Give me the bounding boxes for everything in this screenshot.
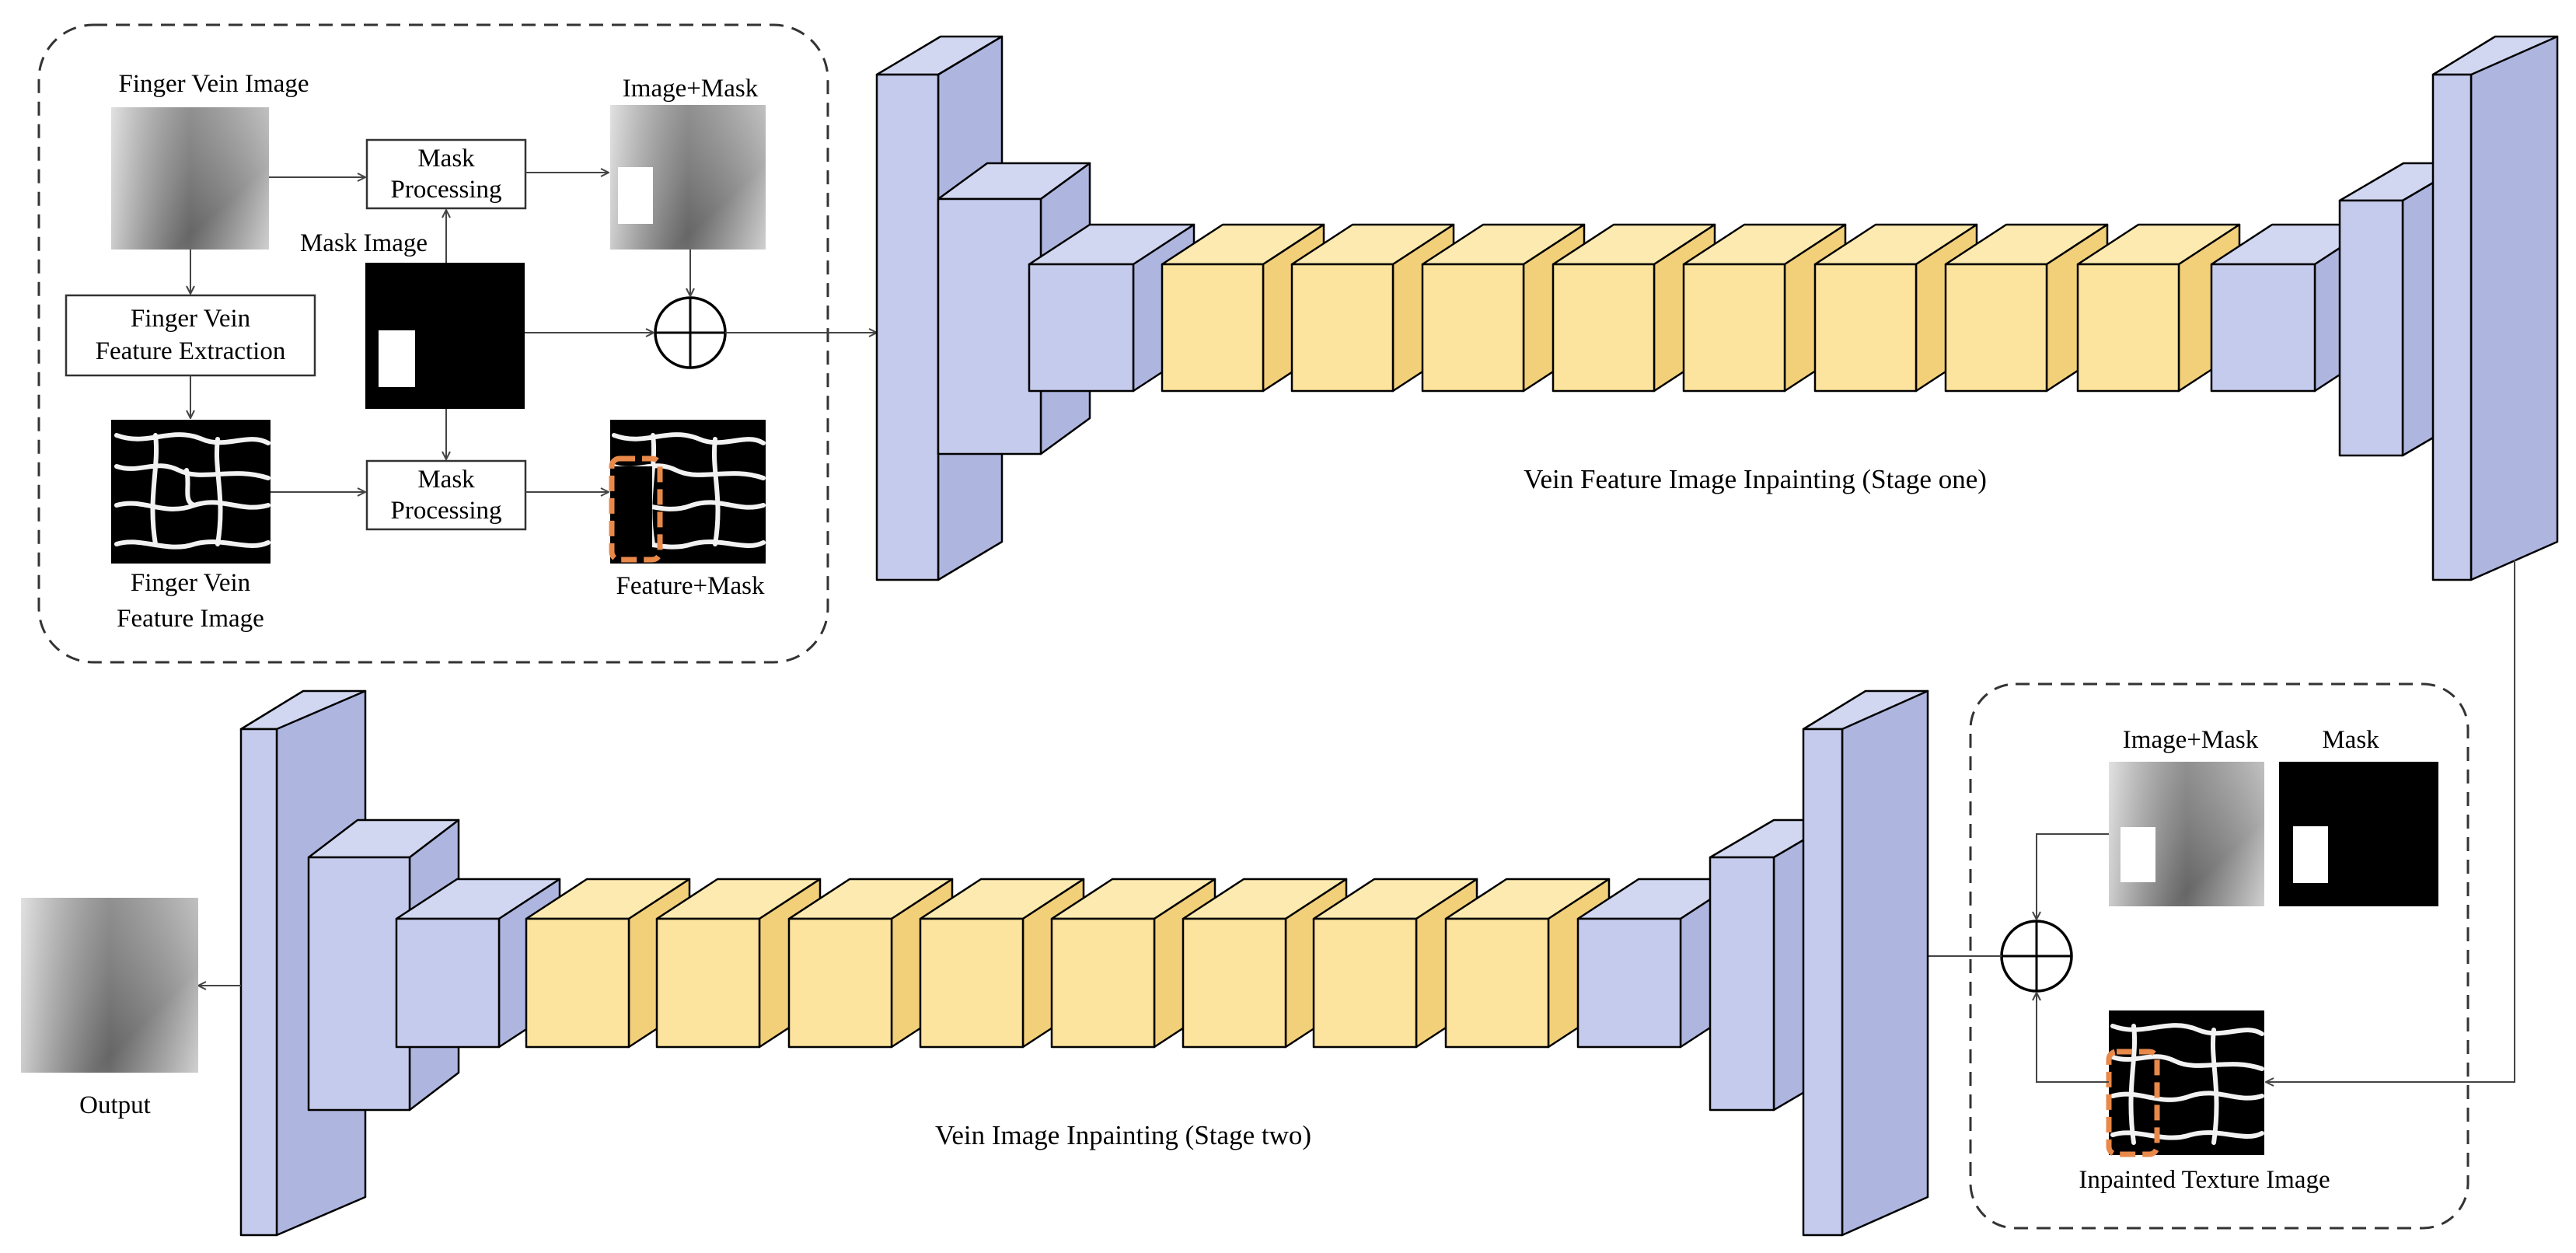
image-mask-bottom-label: Image+Mask <box>2123 726 2259 754</box>
inpainted-texture-label: Inpainted Texture Image <box>2079 1166 2330 1194</box>
inpainted-texture-image <box>2106 1010 2264 1157</box>
image-mask-bottom-image <box>2109 762 2264 906</box>
finger-vein-feature-image-label: Finger Vein <box>131 569 250 597</box>
mask-bottom-image <box>2279 762 2438 906</box>
svg-text:Mask: Mask <box>417 466 475 494</box>
feature-extraction-box: Finger Vein Feature Extraction <box>65 294 316 377</box>
mask-image <box>365 263 525 409</box>
stage-two-label: Vein Image Inpainting (Stage two) <box>935 1120 1311 1150</box>
add-node-bottom <box>2000 920 2073 993</box>
stage-two-residual-block <box>919 878 1085 1049</box>
mask-processing-top: Mask Processing <box>365 138 527 210</box>
finger-vein-image <box>111 107 269 250</box>
stage-one-label: Vein Feature Image Inpainting (Stage one… <box>1524 464 1987 494</box>
stage-one-decoder-slab-3 <box>2431 35 2559 581</box>
feature-image <box>111 420 271 564</box>
mask-label: Mask <box>2322 726 2379 754</box>
stage-connector <box>2266 560 2515 1082</box>
stage-two-network <box>239 689 1929 1237</box>
panel-connectors <box>190 173 877 492</box>
svg-text:Feature Extraction: Feature Extraction <box>96 337 286 365</box>
image-mask-top-label: Image+Mask <box>623 75 759 103</box>
image-mask-top-image <box>610 105 766 250</box>
finger-vein-image-label: Finger Vein Image <box>118 70 309 98</box>
svg-text:Finger Vein: Finger Vein <box>131 305 250 333</box>
stage-two-input-panel <box>1969 682 2470 1230</box>
feature-mask-image <box>609 420 766 564</box>
mask-image-label: Mask Image <box>300 229 428 257</box>
output-label: Output <box>79 1091 151 1119</box>
stage-one-residual-block <box>1682 223 1847 393</box>
mask-processing-bottom: Mask Processing <box>365 459 527 531</box>
finger-vein-feature-image-label-2: Feature Image <box>117 605 264 633</box>
preprocessing-panel <box>37 23 829 664</box>
feature-mask-label: Feature+Mask <box>616 572 765 600</box>
inpainted-texture-highlight <box>2106 1049 2160 1157</box>
stage-one-network <box>875 35 2559 581</box>
feature-mask-highlight <box>609 455 663 563</box>
add-node-top <box>654 296 727 369</box>
svg-text:Mask: Mask <box>417 145 475 173</box>
svg-text:Processing: Processing <box>391 497 502 525</box>
svg-text:Processing: Processing <box>391 176 502 204</box>
stage-two-decoder-slab-3 <box>1802 689 1929 1237</box>
output-image <box>21 898 198 1073</box>
